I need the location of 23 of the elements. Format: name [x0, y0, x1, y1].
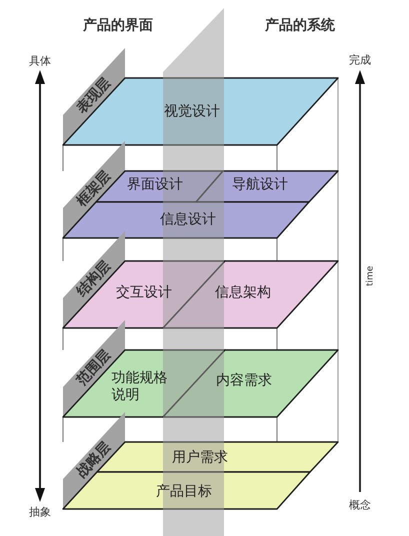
layer-plane	[62, 77, 339, 146]
column-heading: 产品的界面	[83, 18, 153, 34]
plane-label: 信息架构	[215, 284, 271, 302]
plane-label: 内容需求	[216, 372, 272, 390]
axis-label: time	[366, 266, 376, 286]
plane-label: 界面设计	[127, 176, 183, 194]
plane-label: 功能规格说明	[112, 370, 168, 404]
axis-label: 抽象	[29, 505, 51, 519]
layer-name: 结构层	[74, 258, 114, 300]
plane-label: 导航设计	[232, 176, 288, 194]
column-heading: 产品的系统	[265, 18, 335, 34]
plane-label: 产品目标	[156, 484, 212, 500]
axis-label: 概念	[349, 498, 371, 512]
layer-name: 战略层	[74, 438, 114, 482]
plane-label: 用户需求	[172, 450, 228, 466]
layer-name: 表现层	[74, 74, 114, 118]
axis-label: 完成	[349, 53, 371, 67]
plane-label: 视觉设计	[164, 104, 220, 120]
plane-label: 交互设计	[116, 284, 172, 302]
plane-label: 信息设计	[160, 212, 216, 228]
layer-name: 框架层	[74, 168, 114, 210]
layer-plane	[195, 170, 339, 203]
axis-label: 具体	[29, 54, 51, 68]
